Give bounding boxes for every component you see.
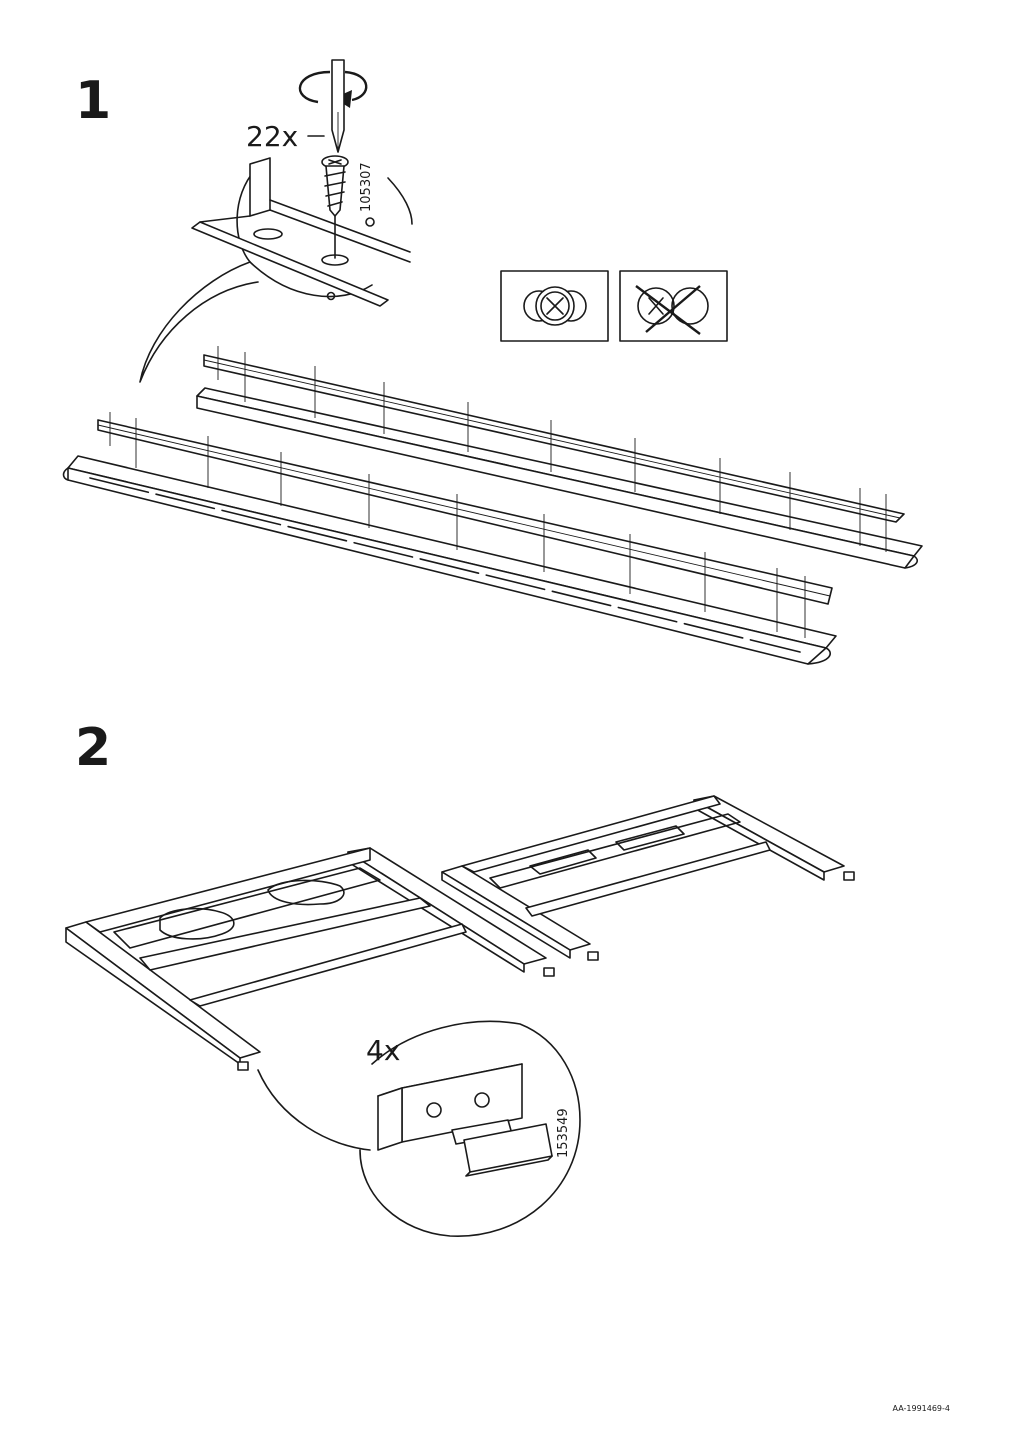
step-2-left-frame bbox=[65, 847, 555, 1071]
step-2-dowel-quantity: 4x bbox=[366, 1034, 401, 1067]
step-2-zoom-bubble bbox=[257, 1020, 581, 1237]
incorrect-screwdriver-fit-icon bbox=[619, 270, 728, 342]
document-code: AA-1991469-4 bbox=[892, 1404, 950, 1413]
step-2-number: 2 bbox=[75, 718, 112, 778]
step-1-screws bbox=[109, 346, 887, 638]
step-1-number: 1 bbox=[75, 71, 112, 131]
step-1-screwdriver-icon bbox=[298, 59, 368, 153]
step-1-screw-quantity: 22x bbox=[246, 120, 299, 153]
step-1-zoom-bubble bbox=[139, 155, 413, 383]
step-1-back-rail bbox=[196, 354, 923, 569]
step-1-front-rail bbox=[62, 419, 837, 665]
correct-screwdriver-fit-icon bbox=[500, 270, 609, 342]
step-2-right-frame bbox=[441, 795, 855, 961]
